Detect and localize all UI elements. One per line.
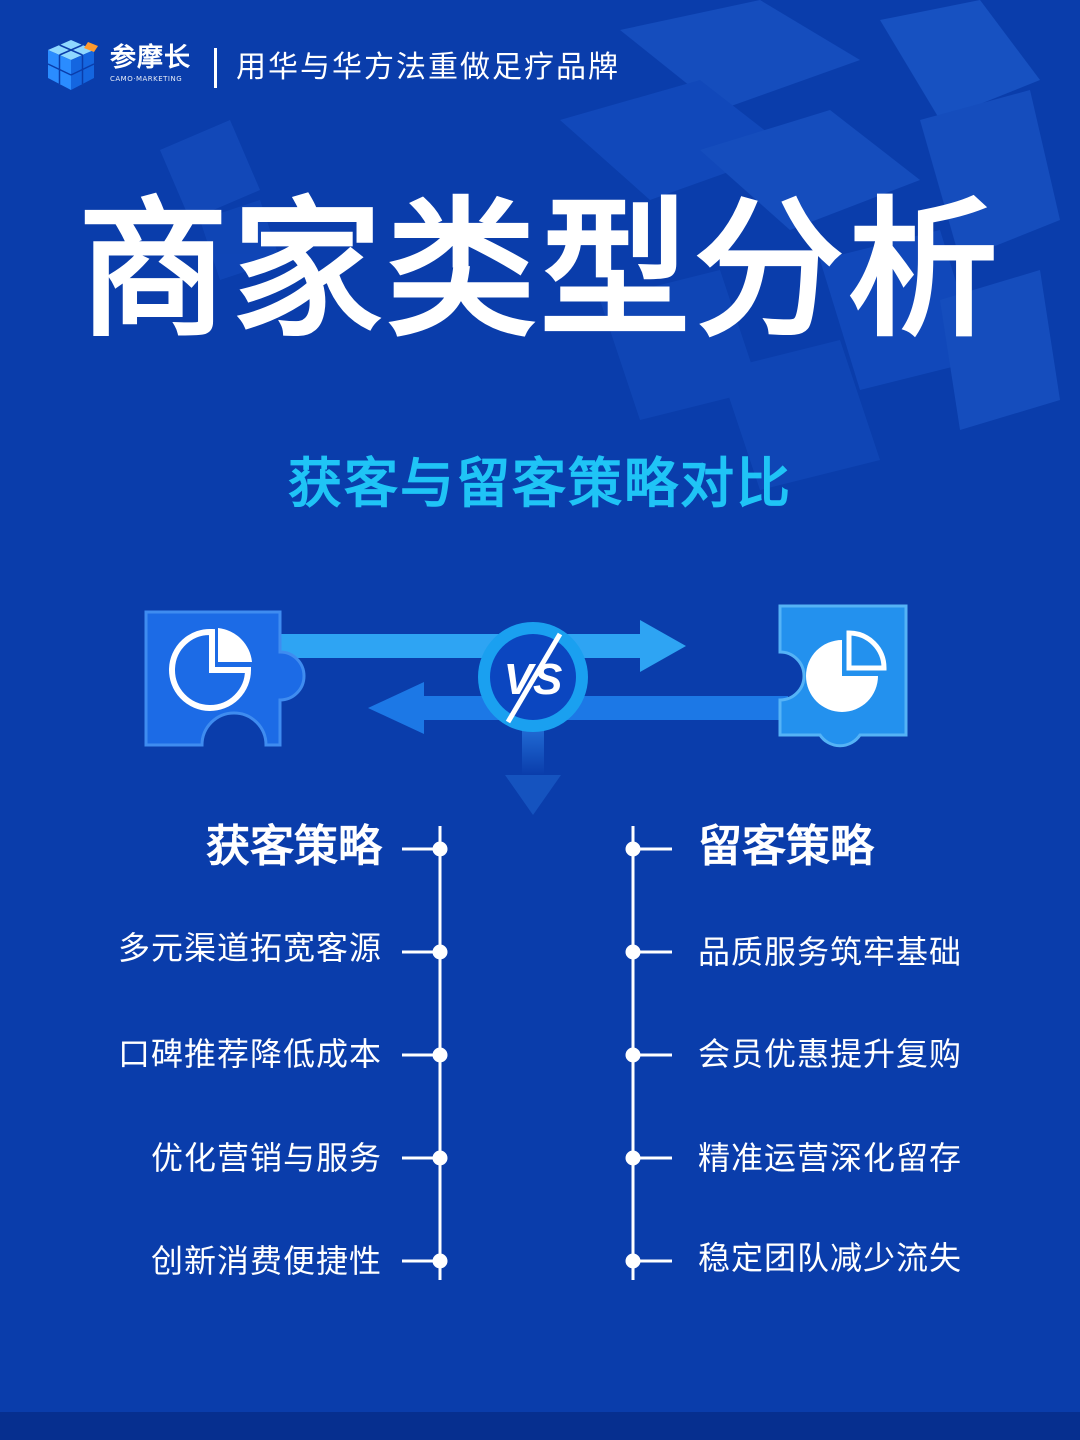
left-timeline [402, 826, 448, 1280]
acquisition-item: 创新消费便捷性 [150, 1242, 382, 1280]
acquisition-heading: 获客策略 [206, 821, 382, 872]
right-timeline [625, 826, 672, 1280]
page-subtitle: 获客与留客策略对比 [288, 452, 792, 515]
left-arrow [368, 682, 788, 734]
right-arrow [270, 620, 686, 672]
brand-subtitle: CAMO·MARKETING [110, 75, 183, 83]
acquisition-item: 口碑推荐降低成本 [117, 1035, 382, 1073]
acquisition-item: 多元渠道拓宽客源 [117, 929, 382, 967]
header-divider [214, 48, 217, 88]
header-tagline: 用华与华方法重做足疗品牌 [236, 50, 620, 85]
right-puzzle-block [778, 604, 908, 748]
brand-block: 参摩长 CAMO·MARKETING [110, 44, 191, 83]
brand-name: 参摩长 [110, 43, 192, 73]
left-puzzle-block [144, 610, 306, 747]
retention-item: 会员优惠提升复购 [698, 1035, 963, 1073]
brand-cube-logo-icon [47, 40, 98, 90]
vs-label: VS [504, 655, 563, 704]
right-pie-chart-icon [806, 630, 887, 712]
acquisition-item: 优化营销与服务 [150, 1139, 382, 1177]
retention-item: 品质服务筑牢基础 [698, 933, 963, 971]
page-title: 商家类型分析 [77, 184, 1002, 358]
retention-item: 精准运营深化留存 [698, 1139, 963, 1177]
retention-item: 稳定团队减少流失 [698, 1239, 963, 1277]
bottom-bar [0, 1412, 1080, 1440]
retention-heading: 留客策略 [698, 821, 874, 872]
vs-badge: VS [478, 622, 588, 732]
left-pie-chart-icon [169, 628, 252, 711]
